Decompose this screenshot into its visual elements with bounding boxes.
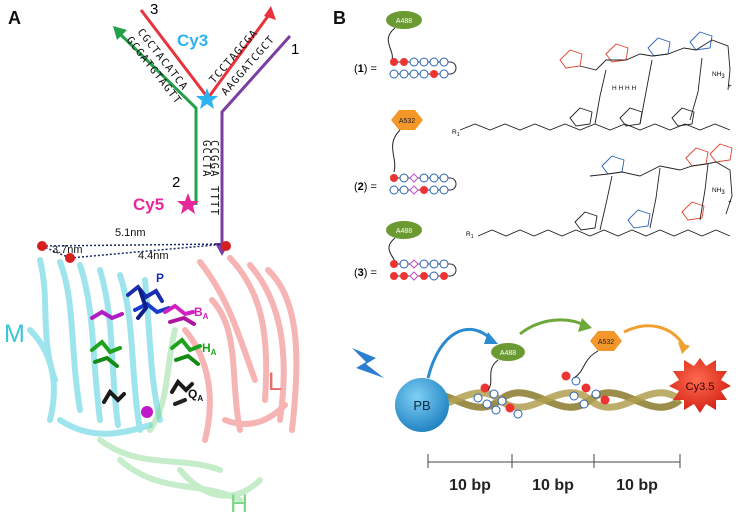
compound-1: A488 (1) =	[354, 11, 457, 79]
strand-number-3: 3	[150, 1, 158, 18]
cofactor-qb-left	[102, 388, 126, 404]
lightning-excitation-icon	[352, 348, 384, 378]
cofactor-ha	[170, 337, 202, 366]
sequence-lower-right-2: TTTT	[208, 186, 220, 216]
panel-a-letter: A	[8, 8, 21, 28]
a532-dye-label: A532	[598, 339, 614, 346]
compound-1-hairpin	[389, 57, 457, 79]
attachment-site-3	[221, 241, 231, 251]
compound-2-amine: NH3	[712, 187, 725, 196]
subunit-l-label: L	[268, 368, 282, 396]
sequence-lower-left: GCCTA	[200, 140, 212, 178]
compound-3-dye-label: A488	[396, 228, 412, 235]
distance-markers	[37, 241, 231, 263]
subunit-m-helices	[27, 257, 163, 437]
cofactor-ha-left	[90, 339, 122, 368]
attachment-site-2	[65, 253, 75, 263]
cy3-5-acceptor-label: Cy3.5	[686, 381, 715, 393]
transfer-arrow-1	[426, 328, 494, 379]
cofactor-ba-left	[90, 309, 124, 321]
distance-label-5-1nm: 5.1nm	[115, 227, 146, 239]
compound-2-hairpin	[389, 173, 457, 195]
strand-1-purple	[220, 34, 292, 245]
cofactor-qa	[170, 378, 194, 406]
compound-1-linker	[387, 27, 396, 61]
transfer-arrowhead-2-icon	[578, 318, 592, 332]
compound-2-structure	[477, 143, 733, 237]
compound-2-linker	[392, 129, 401, 173]
panel-b-letter: B	[333, 8, 346, 28]
cofactor-ba-label: BA	[194, 305, 209, 321]
compound-1-charge: +	[728, 83, 732, 90]
distance-label-4-4nm: 4.4nm	[138, 250, 169, 262]
a488-dye-badge	[491, 343, 525, 361]
compound-2-label: (2) =	[354, 181, 377, 193]
compound-1-dye-label: A488	[396, 18, 412, 25]
compound-2-charge: +	[728, 199, 732, 206]
compound-2-dye-label: A532	[399, 118, 415, 125]
distance-label-3-7nm: 3.7nm	[52, 244, 83, 256]
compound-1-dye-badge	[386, 11, 422, 29]
fret-cascade: PB A488 A532 Cy3.5 10 bp 10 bp 10 bp	[352, 318, 731, 494]
subunit-h-helices	[97, 327, 263, 503]
compound-2-dye-badge	[391, 110, 423, 130]
compound-2-r1-group: R1	[466, 231, 474, 240]
compound-2: A532 (2) =	[354, 110, 457, 195]
hairpin-binder-2	[561, 371, 610, 409]
spacing-label-2: 10 bp	[532, 477, 574, 494]
cy3-5-acceptor-starburst	[669, 358, 731, 413]
strand-2-green	[116, 30, 198, 205]
compound-1-r1-group: R1	[452, 129, 460, 138]
cofactor-p-special-pair	[126, 284, 171, 320]
spacing-scale	[427, 454, 681, 468]
cofactor-ba	[163, 303, 196, 326]
transfer-arrowhead-1-icon	[484, 332, 498, 344]
transfer-arrow-3	[623, 324, 686, 347]
sequence-lower-right-1: CCGGA	[208, 140, 220, 178]
spacing-label-3: 10 bp	[616, 477, 658, 494]
subunit-h-label: H	[230, 490, 248, 518]
pb-donor-label: PB	[413, 398, 430, 413]
compound-3-dye-badge	[386, 221, 422, 239]
pb-donor-sphere	[395, 378, 449, 432]
cy5-label: Cy5	[133, 195, 164, 214]
reaction-center-protein	[27, 255, 300, 503]
iron-atom	[141, 406, 153, 418]
transfer-arrow-2	[519, 318, 587, 336]
a488-dye-label: A488	[500, 350, 516, 357]
strand-number-2: 2	[172, 174, 180, 191]
distance-line-2	[41, 245, 71, 259]
transfer-arrowhead-3-icon	[678, 342, 690, 354]
subunit-l-helices	[182, 255, 300, 443]
a488-linker	[487, 359, 499, 391]
compound-3: A488 (3) =	[354, 221, 457, 281]
compound-1-label: (1) =	[354, 63, 377, 75]
cofactor-qa-label: QA	[188, 387, 203, 403]
compound-1-h-bonds: H H H H	[612, 85, 637, 92]
compound-3-label: (3) =	[354, 267, 377, 279]
compound-1-structure	[459, 31, 731, 131]
spacing-label-1: 10 bp	[449, 477, 491, 494]
hairpin-binder-1	[473, 383, 523, 419]
cofactor-p-label: P	[156, 271, 164, 285]
arrowhead-red-icon	[264, 6, 276, 20]
arrowhead-green-icon	[113, 26, 127, 40]
compound-3-hairpin	[390, 259, 457, 281]
attachment-site-1	[37, 241, 47, 251]
dna-helix	[407, 389, 683, 411]
cofactor-ha-label: HA	[202, 341, 217, 357]
strand-number-1: 1	[291, 41, 299, 58]
cy5-star-icon	[177, 193, 199, 214]
a532-dye-badge	[590, 331, 622, 351]
cy3-label: Cy3	[177, 31, 208, 50]
cy3-star-icon	[196, 88, 218, 109]
subunit-m-label: M	[4, 320, 25, 348]
a532-linker	[573, 350, 599, 379]
compound-1-amine: NH3	[712, 71, 725, 80]
distance-line-1	[41, 243, 227, 247]
